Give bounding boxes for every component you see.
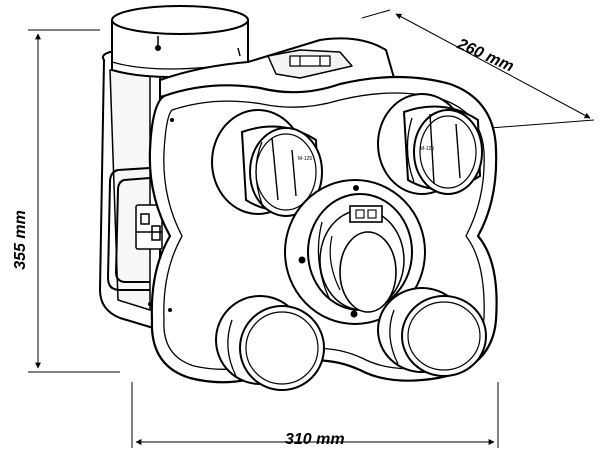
port-lower-right: [377, 287, 487, 377]
body-rivets: [148, 118, 174, 312]
port-upper-left: M-125: [211, 109, 323, 217]
port-lower-left: [215, 295, 325, 391]
width-dimension-line: [131, 382, 499, 448]
port-upper-right: M-125: [377, 93, 483, 195]
svg-text:M-125: M-125: [420, 146, 434, 152]
depth-dimension-line: [361, 9, 595, 129]
width-dimension-label: 310 mm: [285, 431, 345, 448]
port-center: [284, 179, 426, 325]
top-outlet-pipe: [111, 5, 249, 78]
svg-text:M-125: M-125: [298, 156, 312, 162]
side-clip: [135, 204, 163, 250]
height-dimension-line: [28, 29, 120, 373]
height-dimension-label: 355 mm: [12, 210, 29, 270]
side-handle: [106, 167, 151, 291]
